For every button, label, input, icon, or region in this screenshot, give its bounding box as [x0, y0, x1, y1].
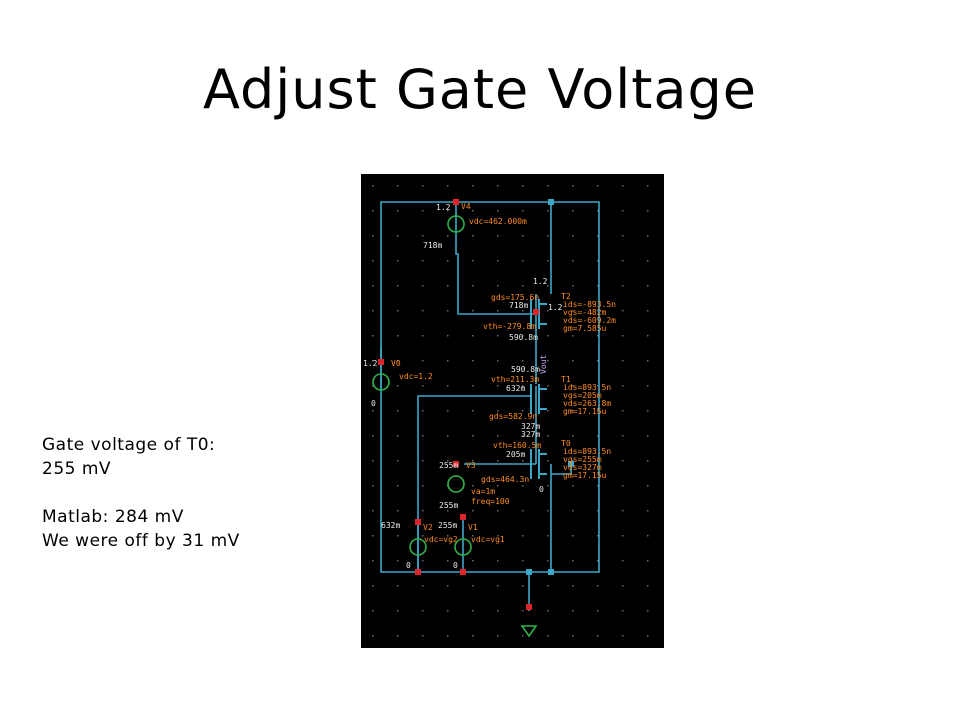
label-v2-632: 632m: [381, 521, 400, 530]
label-t1-vth: vth=211.3m: [491, 375, 539, 384]
junction-markers: [526, 199, 574, 575]
label-v1-255: 255m: [438, 521, 457, 530]
schematic-canvas: 1.2 V4 vdc=462.000m 718m 1.2 T2 gds=175.…: [361, 174, 664, 648]
label-ground-2: 0: [453, 561, 458, 570]
label-t0-gm: gm=17.15u: [563, 471, 607, 480]
label-v4-vdc: vdc=462.000m: [469, 217, 527, 226]
label-v3-255: 255m: [439, 461, 458, 470]
label-v3-bot: 255m: [439, 501, 458, 510]
label-t1-vds: vds=263.8m: [563, 399, 611, 408]
label-t0-name: T0: [561, 439, 571, 448]
note-spacer: [42, 481, 240, 505]
label-v1-name: V1: [468, 523, 478, 532]
label-v4-bot: 718m: [423, 241, 442, 250]
label-t1-gds: gds=582.9n: [489, 412, 537, 421]
label-t0-0: 0: [539, 485, 544, 494]
note-offset-value: We were off by 31 mV: [42, 531, 240, 551]
label-v2-name: V2: [423, 523, 433, 532]
label-t2-718: 718m: [509, 301, 528, 310]
note-gate-voltage-value: 255 mV: [42, 459, 112, 479]
label-t0-vds: vds=327m: [563, 463, 602, 472]
label-v0-bot: 0: [371, 399, 376, 408]
label-v3-name: V3: [466, 461, 476, 470]
label-t1-ids: ids=893.5n: [563, 383, 611, 392]
label-t1-vgs: vgs=205m: [563, 391, 602, 400]
label-t0-205: 205m: [506, 450, 525, 459]
label-v4-top: 1.2: [436, 203, 451, 212]
grid-dots: [361, 174, 664, 648]
label-t2-vgs: vgs=-482m: [563, 308, 607, 317]
note-matlab-value: Matlab: 284 mV: [42, 507, 184, 527]
circuit-schematic: 1.2 V4 vdc=462.000m 718m 1.2 T2 gds=175.…: [361, 174, 664, 648]
label-327-a: 327m: [521, 422, 540, 431]
label-t2-gm: gm=7.585u: [563, 324, 607, 333]
label-t2-name: T2: [561, 292, 571, 301]
label-v0-top: 1.2: [363, 359, 378, 368]
circuit-wires: [380, 201, 600, 611]
label-t0-ids: ids=893.5n: [563, 447, 611, 456]
label-v1-vdc: vdc=vg1: [471, 535, 505, 544]
label-t1-590: 590.8m: [511, 365, 540, 374]
label-327-b: 327m: [521, 430, 540, 439]
label-vout: Vout: [539, 355, 548, 374]
source-symbols: [372, 215, 538, 638]
node-markers: [378, 199, 539, 610]
label-t2-gds: gds=175.6n: [491, 293, 539, 302]
label-v0-name: V0: [391, 359, 401, 368]
notes-text-block: Gate voltage of T0: 255 mV Matlab: 284 m…: [42, 433, 240, 553]
label-t1-632: 632m: [506, 384, 525, 393]
label-t1-name: T1: [561, 375, 571, 384]
label-t2-vth: vth=-279.8m: [483, 322, 536, 331]
label-t0-gds: gds=464.3n: [481, 475, 529, 484]
schematic-labels: 1.2 V4 vdc=462.000m 718m 1.2 T2 gds=175.…: [363, 202, 616, 570]
label-t1-gm: gm=17.15u: [563, 407, 607, 416]
label-t0-vth: vth=160.5m: [493, 441, 541, 450]
label-v3-va: va=1m: [471, 487, 495, 496]
label-ground-1: 0: [406, 561, 411, 570]
note-gate-voltage-label: Gate voltage of T0:: [42, 435, 216, 455]
slide-title: Adjust Gate Voltage: [202, 58, 758, 121]
label-t2-vds: vds=-609.2m: [563, 316, 616, 325]
label-v4-name: V4: [461, 202, 471, 211]
label-t2-ids: ids=-893.5n: [563, 300, 616, 309]
transistor-symbols: [530, 299, 547, 479]
label-t2-12: 1.2: [548, 303, 563, 312]
label-t2-590: 590.8m: [509, 333, 538, 342]
label-t2-top: 1.2: [533, 277, 548, 286]
label-t0-vgs: vgs=255m: [563, 455, 602, 464]
label-v0-vdc: vdc=1.2: [399, 372, 433, 381]
label-v3-freq: freq=100: [471, 497, 510, 506]
label-v2-vdc: vdc=vg2: [424, 535, 458, 544]
